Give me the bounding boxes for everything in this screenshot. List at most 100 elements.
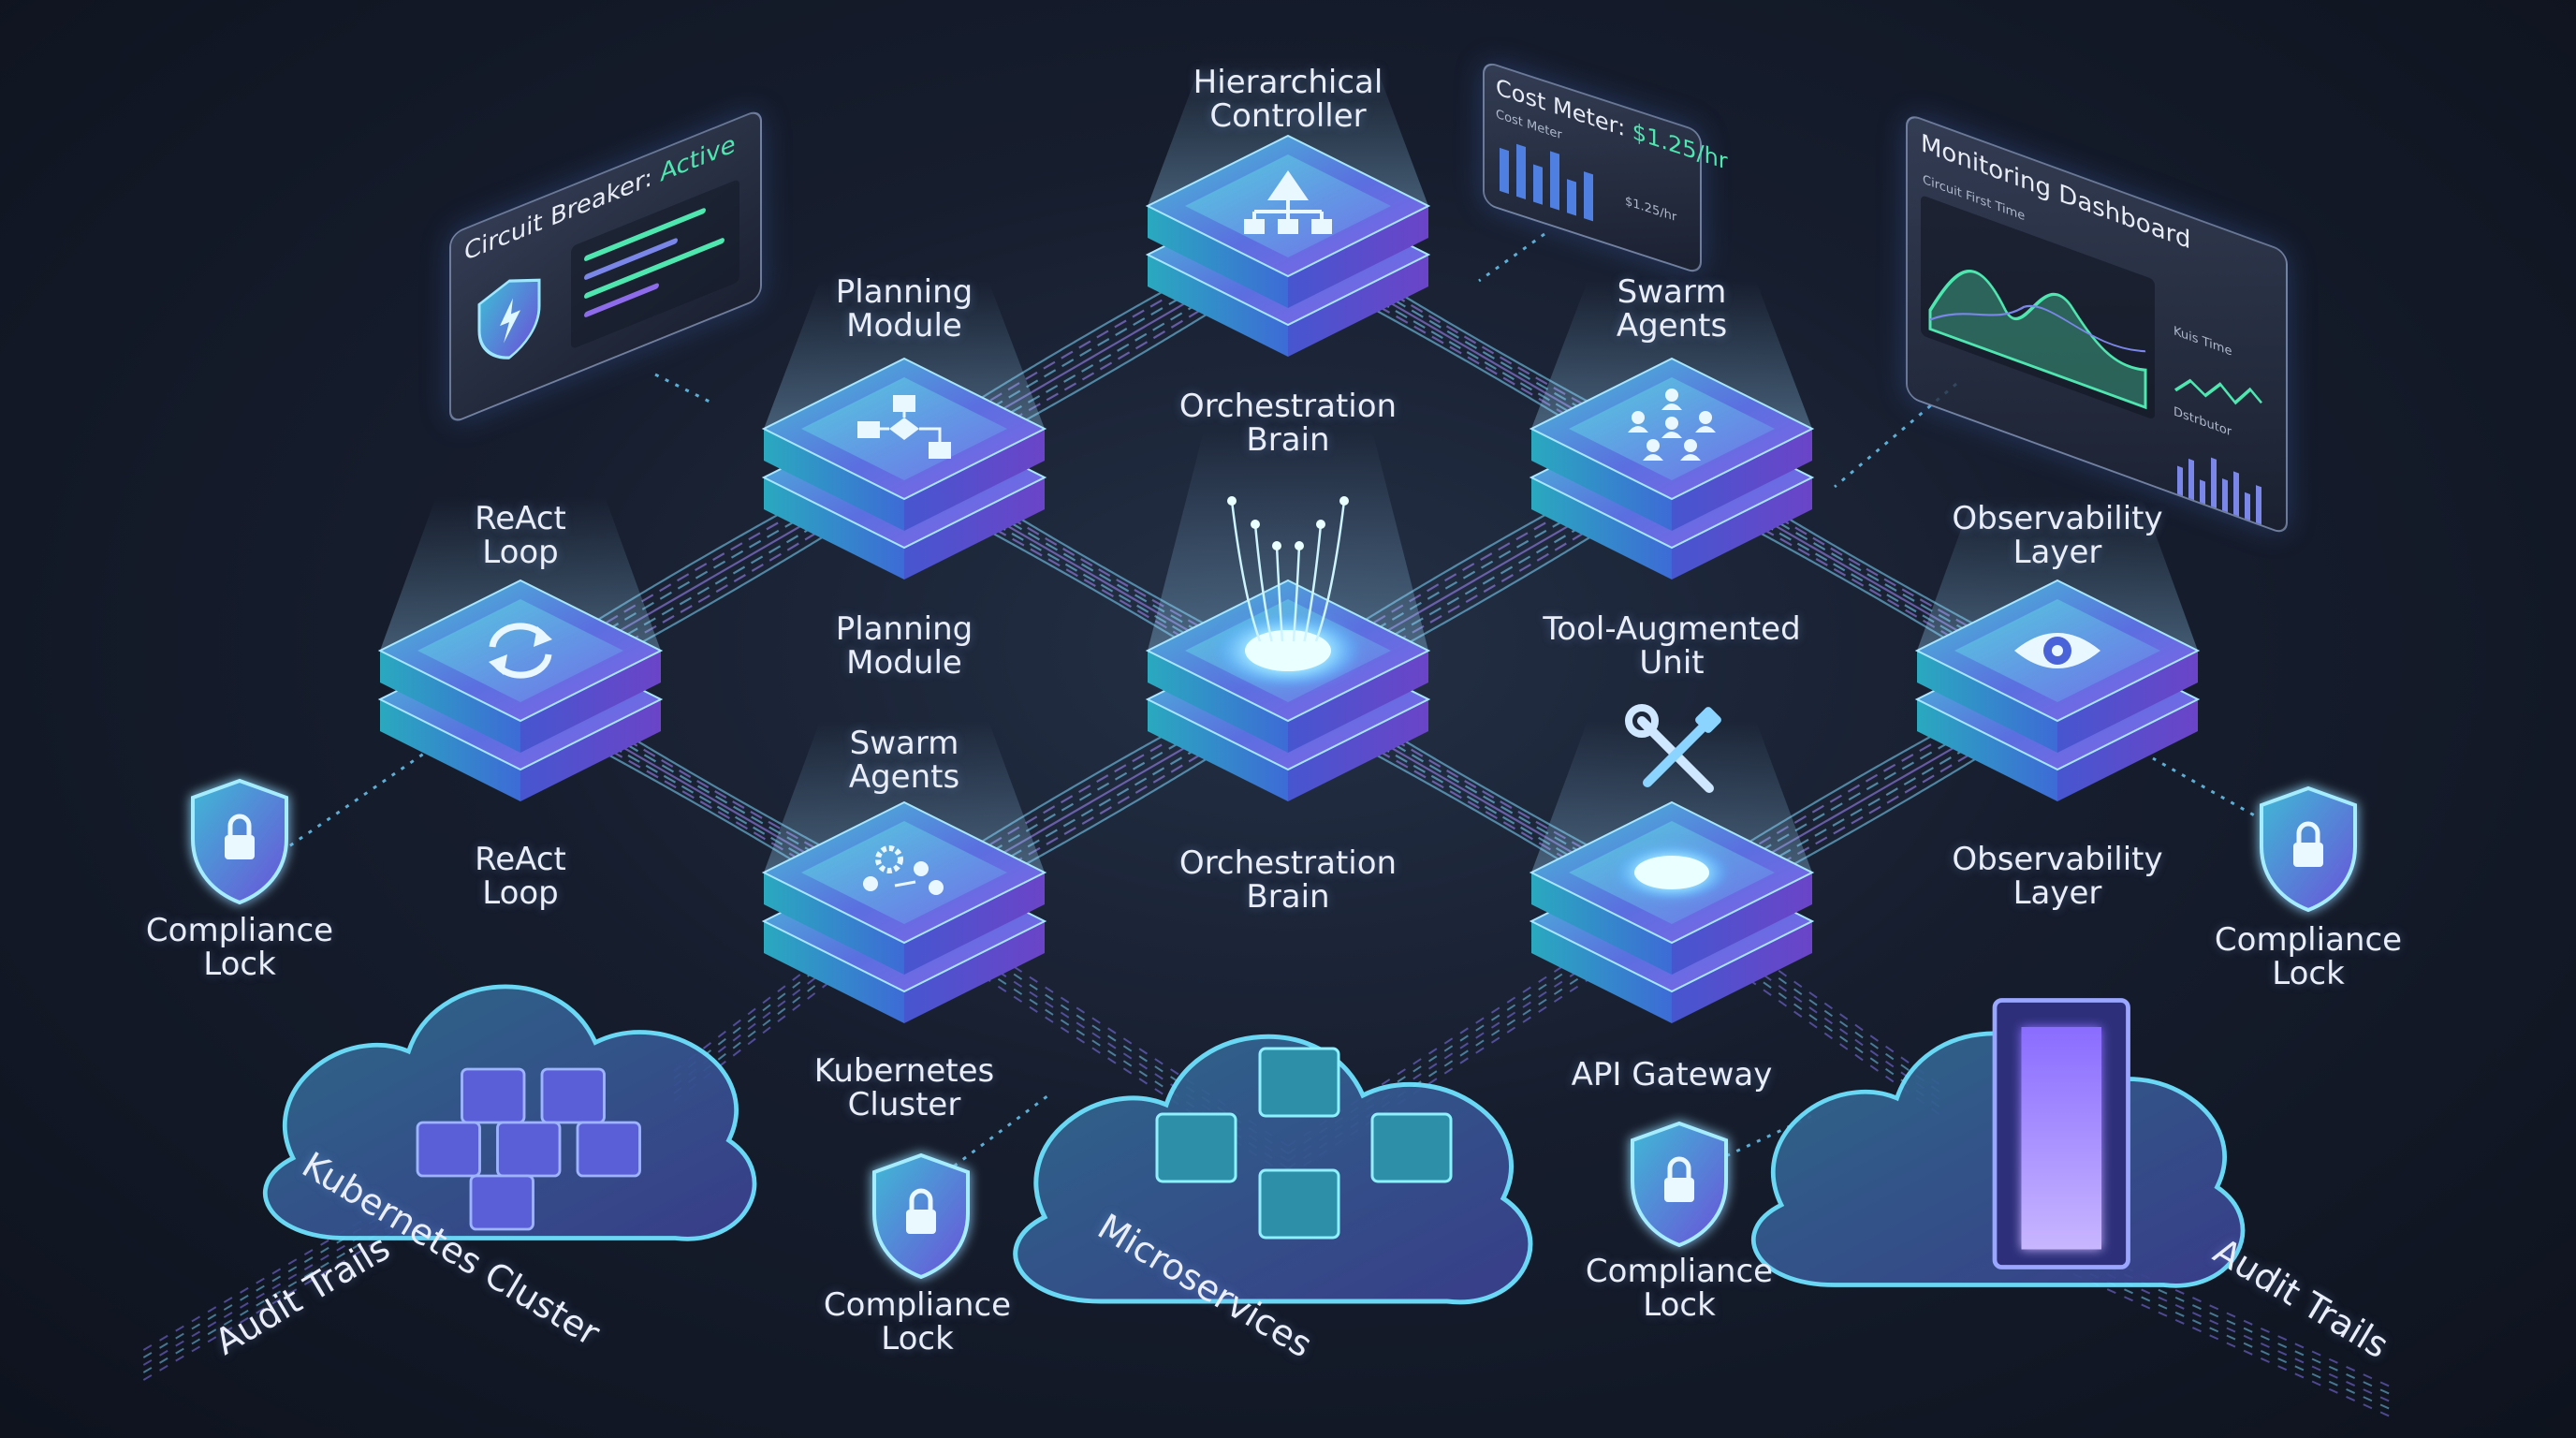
lock-body [906, 1210, 936, 1234]
person-body-3 [1661, 432, 1682, 438]
slab-side-left [1148, 651, 1288, 753]
label-react-loop-mid: ReAct Loop [475, 841, 566, 912]
stream-line [139, 1209, 394, 1360]
container-cube-5 [469, 1174, 534, 1231]
slab-side-right [904, 477, 1045, 580]
slab-side-right [904, 921, 1045, 1023]
slab-top-inner [417, 599, 623, 702]
flow-links [880, 412, 942, 442]
person-c [929, 880, 944, 895]
light-beam-hc [1148, 56, 1428, 206]
refresh-arrow-top [534, 626, 552, 647]
light-beam-rl [380, 496, 661, 651]
stream-line [139, 1231, 394, 1383]
label-api-gateway: API Gateway [1571, 1056, 1773, 1093]
cost-meter-panel: Cost Meter: $1.25/hr Cost Meter $1.25/hr [1483, 60, 1728, 276]
lock-shackle [2296, 821, 2320, 843]
label-compliance-lock-right: Compliance Lock [2214, 921, 2403, 992]
ground-stream-4 [139, 1201, 394, 1383]
node-orchestration-brain [1145, 496, 1431, 801]
monitoring-side-charts [2174, 378, 2262, 525]
tool-core-disc [1634, 856, 1709, 889]
container-cube-3 [496, 1121, 562, 1178]
lock-shield-icon-right [2260, 785, 2357, 913]
circuit-breaker-panel: Circuit Breaker: Active [449, 108, 762, 425]
lock-shackle [227, 814, 252, 835]
monitoring-dashboard-panel: Monitoring Dashboard Circuit First Time … [1906, 112, 2288, 536]
core-node-2 [1272, 541, 1281, 550]
slab-side-left [1148, 206, 1288, 308]
eye-icon [2014, 633, 2100, 668]
lock-shield-icon-left [191, 778, 288, 905]
hierarchy-leaf-1 [1278, 219, 1298, 234]
node-tool-augmented-unit [1529, 800, 1815, 1023]
service-cube-1 [1155, 1112, 1237, 1183]
lock-body [225, 835, 255, 859]
stream-line [2021, 1250, 2397, 1420]
core-filament-4 [1303, 523, 1323, 642]
shield-bolt-icon [477, 278, 541, 360]
dashed-connector-3 [280, 747, 432, 854]
light-beam-sw [1531, 281, 1812, 429]
slab-top-inner [801, 821, 1007, 924]
label-swarm-agents-mid: Swarm Agents [848, 725, 960, 796]
core-filament-2 [1275, 545, 1284, 642]
service-cube-3 [1258, 1168, 1340, 1240]
slab-side-left [1148, 699, 1288, 801]
slab-side-right [1672, 477, 1812, 580]
node-swarm-agents-lower [761, 800, 1047, 1023]
light-beam-pm [764, 281, 1045, 429]
gears-people-icon [863, 845, 944, 895]
person-body-0 [1661, 404, 1682, 410]
core-filament-0 [1230, 500, 1262, 642]
slab-side-right [1288, 699, 1428, 801]
slab-side-right [1672, 429, 1812, 531]
slab-side-left [764, 477, 904, 580]
slab-side-left [764, 873, 904, 975]
gateway-door-light [2021, 1027, 2101, 1250]
lock-shackle [909, 1188, 933, 1210]
core-node-1 [1251, 520, 1260, 529]
flow-box-top [893, 395, 915, 412]
flow-box-left [857, 421, 880, 438]
person-a [863, 876, 878, 891]
flow-box-right [929, 442, 951, 459]
dashed-connector-2 [1834, 382, 1957, 489]
container-cube-2 [416, 1121, 481, 1178]
slab-side-right [2057, 699, 2198, 801]
label-hierarchical-controller: Hierarchical Controller [1193, 64, 1383, 135]
slab-side-right [2057, 651, 2198, 753]
gear-small [875, 845, 903, 873]
container-cube-4 [576, 1121, 641, 1178]
cost-meter-side-value: $1.25/hr [1625, 194, 1677, 226]
slab-side-right [1672, 921, 1812, 1023]
hierarchy-icon [1244, 170, 1332, 234]
screwdriver-grip [1695, 707, 1721, 733]
core-filament-3 [1292, 545, 1301, 642]
lock-shield-icon-bottom-right [1631, 1121, 1728, 1248]
core-node-4 [1316, 520, 1325, 529]
screwdriver-shaft [1643, 716, 1714, 787]
tool-core-icon [1614, 844, 1730, 901]
node-hierarchical-controller [1145, 134, 1431, 357]
cloud-layer [263, 984, 2246, 1305]
eye-pupil [2052, 645, 2063, 656]
slab-side-right [1672, 873, 1812, 975]
slab-side-left [380, 651, 520, 753]
stream-line [2021, 1220, 2397, 1390]
light-beams [380, 56, 2198, 873]
lock-shield-icon-bottom-mid [872, 1152, 970, 1280]
flowchart-icon [857, 395, 951, 459]
slab-side-left [764, 429, 904, 531]
slab-side-right [1288, 206, 1428, 308]
slab-side-right [904, 429, 1045, 531]
slab-side-left [764, 921, 904, 1023]
core-filament-1 [1253, 523, 1273, 642]
lock-body [2293, 843, 2323, 867]
monitoring-area-chart [1921, 196, 2155, 419]
slab-side-left [1531, 477, 1672, 580]
node-planning-module [761, 357, 1047, 580]
label-observability-layer-top: Observability Layer [1952, 500, 2163, 571]
